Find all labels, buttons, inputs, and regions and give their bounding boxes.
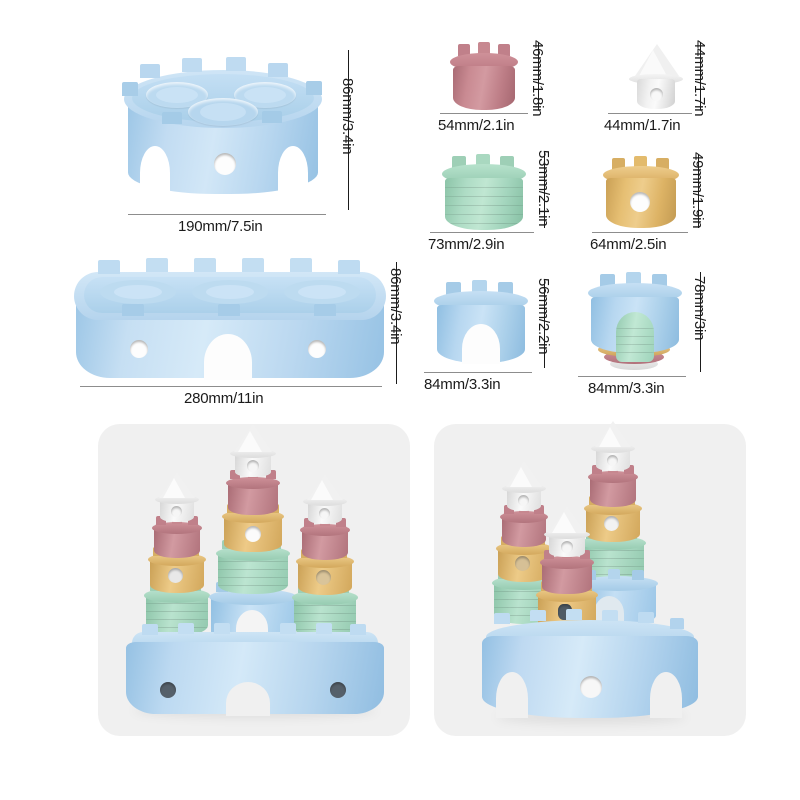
dim-line-round-base-height xyxy=(348,50,349,210)
dim-line-pink-height xyxy=(538,42,539,110)
dim-line-stack-width xyxy=(578,376,686,377)
photo-assembled-castle-on-oval-base xyxy=(98,424,410,736)
part-round-base xyxy=(118,38,328,208)
dim-gate-height: 56mm/2.2in xyxy=(535,278,552,355)
dim-line-gate-height xyxy=(544,280,545,368)
dim-gate-width: 84mm/3.3in xyxy=(424,376,501,393)
dim-stack-width: 84mm/3.3in xyxy=(588,380,665,397)
dim-line-stack-height xyxy=(700,272,701,372)
dim-line-green-height xyxy=(544,152,545,228)
part-yellow-tower xyxy=(600,156,688,236)
dim-white-width: 44mm/1.7in xyxy=(604,117,681,134)
dim-green-height: 53mm/2.1in xyxy=(535,150,552,227)
dim-pink-height: 46mm/1.8in xyxy=(529,40,546,117)
part-pink-tower xyxy=(448,42,520,114)
dim-line-pink-width xyxy=(440,113,528,114)
dim-round-base-height: 86mm/3.4in xyxy=(339,78,356,155)
dim-oval-base-height: 86mm/3.4in xyxy=(387,268,404,345)
dim-line-white-width xyxy=(608,113,692,114)
dim-line-oval-base-height xyxy=(396,262,397,384)
dim-round-base-width: 190mm/7.5in xyxy=(178,218,263,235)
dim-line-yellow-height xyxy=(698,154,699,228)
part-oval-base xyxy=(72,252,388,380)
dim-yellow-height: 49mm/1.9in xyxy=(689,152,706,229)
dim-line-round-base-width xyxy=(128,214,326,215)
dim-green-width: 73mm/2.9in xyxy=(428,236,505,253)
dim-line-gate-width xyxy=(424,372,532,373)
dim-yellow-width: 64mm/2.5in xyxy=(590,236,667,253)
dim-pink-width: 54mm/2.1in xyxy=(438,117,515,134)
part-nested-stack xyxy=(580,272,690,376)
dim-stack-height: 78mm/3in xyxy=(691,276,708,341)
dim-line-yellow-width xyxy=(592,232,688,233)
dim-white-height: 44mm/1.7in xyxy=(691,40,708,117)
dim-oval-base-width: 280mm/11in xyxy=(184,390,264,407)
photo-assembled-castle-on-round-base xyxy=(434,421,746,736)
part-green-tower xyxy=(438,154,534,236)
dim-line-green-width xyxy=(430,232,534,233)
part-blue-gate xyxy=(430,280,536,374)
dim-line-oval-base-width xyxy=(80,386,382,387)
dim-line-white-height xyxy=(700,42,701,110)
part-white-roof xyxy=(625,44,689,114)
